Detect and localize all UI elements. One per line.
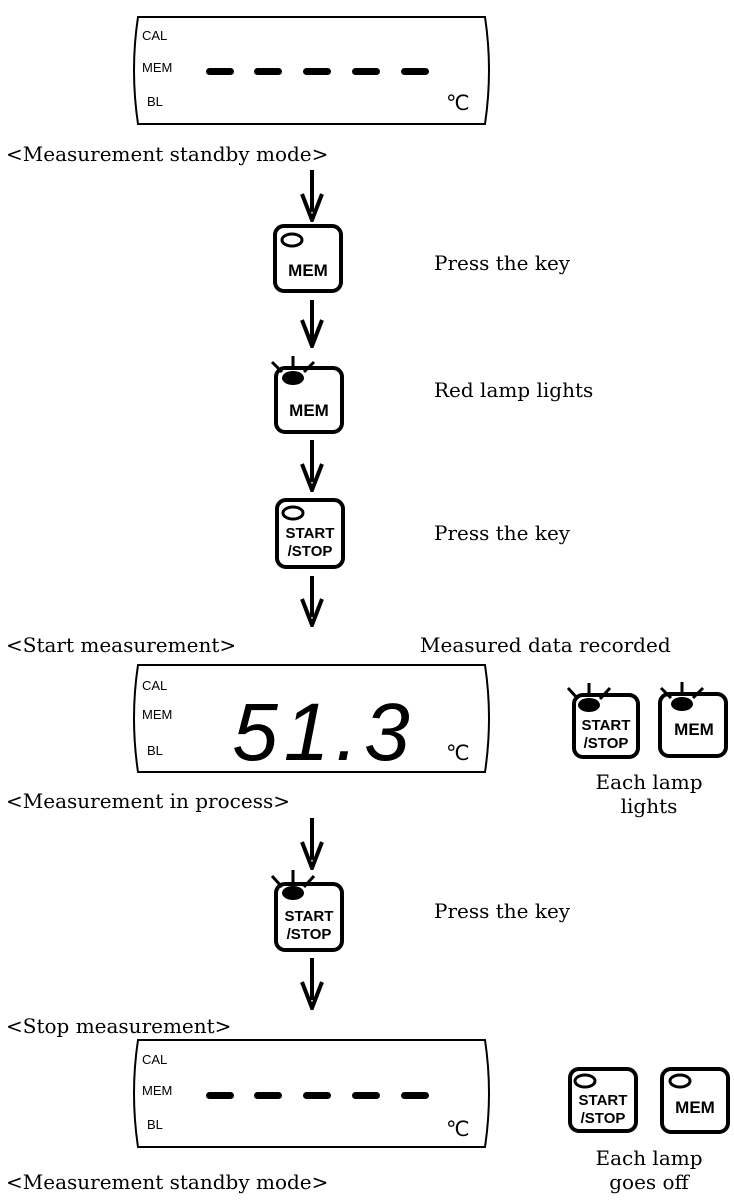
lcd-display-measuring: CAL MEM BL 51.3 ℃: [133, 664, 490, 778]
start-key-label-line1: START: [285, 908, 334, 925]
lcd-reading: 51.3: [232, 687, 416, 778]
mem-key-label: MEM: [288, 261, 328, 280]
start-key-label-line1: START: [286, 525, 335, 542]
lcd-display-standby-bottom: CAL MEM BL ℃: [133, 1039, 490, 1148]
start-key-label-line2: /STOP: [287, 926, 332, 943]
mem-key-label: MEM: [289, 401, 329, 420]
caption-lamps-off-line1: Each lamp: [595, 1146, 702, 1170]
lamp-off-icon: [280, 232, 304, 248]
caption-lamps-light-line1: Each lamp: [595, 770, 702, 794]
start-stop-key-lit: START /STOP: [270, 870, 344, 952]
lamp-lit-icon: [282, 371, 304, 385]
mem-key-lit: MEM: [270, 356, 344, 434]
lcd-label-mem: MEM: [142, 707, 172, 722]
lamp-off-icon: [281, 505, 305, 521]
lamp-ray: [302, 360, 316, 374]
mem-key-off: MEM: [273, 224, 343, 293]
lcd-unit: ℃: [446, 1118, 470, 1141]
step-standby-bottom: <Measurement standby mode>: [6, 1170, 328, 1194]
lamp-off-icon: [573, 1073, 597, 1089]
lamp-lit-icon: [578, 698, 600, 712]
start-stop-key-lit-small: START /STOP: [566, 683, 640, 759]
start-stop-key-off: START /STOP: [275, 498, 345, 569]
mem-key-label: MEM: [674, 720, 714, 739]
flow-arrow: [300, 440, 324, 492]
lcd-unit: ℃: [446, 92, 470, 115]
start-stop-key-off-small: START /STOP: [568, 1067, 638, 1133]
mem-key-off-small: MEM: [660, 1067, 730, 1134]
lcd-label-cal: CAL: [142, 678, 167, 693]
lcd-label-mem: MEM: [142, 60, 172, 75]
lamp-off-icon: [668, 1073, 692, 1089]
lcd-unit: ℃: [446, 742, 470, 765]
mem-key-label: MEM: [675, 1098, 715, 1117]
lcd-label-bl: BL: [147, 94, 163, 109]
step-stop-measurement: <Stop measurement>: [6, 1014, 231, 1038]
lamp-lit-icon: [282, 886, 304, 900]
caption-lamps-off-line2: goes off: [609, 1170, 690, 1194]
step-red-lamp: Red lamp lights: [434, 378, 593, 402]
lcd-display-standby-top: CAL MEM BL ℃: [133, 16, 490, 125]
flow-arrow: [300, 300, 324, 348]
lcd-frame: [133, 664, 490, 773]
start-key-label-line2: /STOP: [584, 735, 629, 752]
start-key-label-line2: /STOP: [288, 543, 333, 560]
flow-arrow: [300, 576, 324, 627]
lcd-label-bl: BL: [147, 743, 163, 758]
step-press-stop: Press the key: [434, 899, 571, 923]
lamp-lit-icon: [671, 697, 693, 711]
lcd-dashes: [206, 1092, 429, 1099]
flow-arrow: [300, 958, 324, 1010]
step-start-measurement: <Start measurement>: [6, 633, 236, 657]
caption-lamps-light-line2: lights: [621, 794, 678, 818]
step-data-recorded: Measured data recorded: [420, 633, 671, 657]
step-in-process: <Measurement in process>: [6, 789, 290, 813]
step-press-start: Press the key: [434, 521, 571, 545]
lcd-label-cal: CAL: [142, 28, 167, 43]
lcd-frame: [133, 16, 490, 125]
step-standby-top: <Measurement standby mode>: [6, 142, 328, 166]
mem-key-lit-small: MEM: [658, 682, 728, 758]
start-key-label-line1: START: [582, 717, 631, 734]
flow-arrow: [300, 818, 324, 870]
step-press-mem: Press the key: [434, 251, 571, 275]
lamp-ray: [270, 360, 284, 374]
lcd-label-bl: BL: [147, 1117, 163, 1132]
lcd-dashes: [206, 68, 429, 75]
lcd-frame: [133, 1039, 490, 1148]
flow-arrow: [300, 170, 324, 222]
start-key-label-line1: START: [579, 1092, 628, 1109]
lcd-label-mem: MEM: [142, 1083, 172, 1098]
lcd-label-cal: CAL: [142, 1052, 167, 1067]
start-key-label-line2: /STOP: [581, 1110, 626, 1127]
